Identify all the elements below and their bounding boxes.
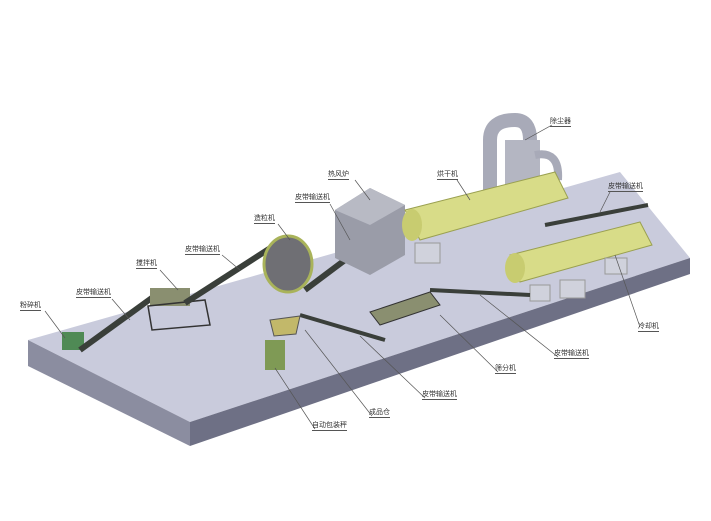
conveyor-5 xyxy=(429,288,531,297)
label-dust-collector: 除尘器 xyxy=(550,117,571,127)
support-block xyxy=(604,257,628,275)
platform-left xyxy=(28,340,190,446)
granulator xyxy=(262,234,314,294)
dust-collector-outlet xyxy=(534,150,563,181)
dust-collector-duct xyxy=(483,112,537,195)
hot-air-stove-top xyxy=(335,188,405,225)
label-dryer: 烘干机 xyxy=(437,170,458,180)
packing-scale xyxy=(265,340,285,370)
label-granulator: 造粒机 xyxy=(254,214,275,224)
support-block xyxy=(559,279,586,299)
label-packing-scale: 自动包装秤 xyxy=(312,421,347,431)
label-conveyor-2: 皮带输送机 xyxy=(185,245,220,255)
conveyor-2 xyxy=(183,242,277,306)
label-conveyor-1: 皮带输送机 xyxy=(76,288,111,298)
product-bin xyxy=(269,315,301,337)
leader-lines xyxy=(44,124,641,430)
support-block xyxy=(529,284,551,302)
label-product-bin: 成品仓 xyxy=(369,408,390,418)
label-crusher: 粉碎机 xyxy=(20,301,41,311)
platform-top xyxy=(28,172,690,422)
label-cooler: 冷却机 xyxy=(638,322,659,332)
conveyor-6 xyxy=(299,313,386,342)
label-mixer: 搅拌机 xyxy=(136,259,157,269)
label-conveyor-3: 皮带输送机 xyxy=(295,193,330,203)
platform-front xyxy=(190,258,690,446)
label-conveyor-4: 皮带输送机 xyxy=(608,182,643,192)
label-screener: 筛分机 xyxy=(495,364,516,374)
label-hot-air-stove: 热风炉 xyxy=(328,170,349,180)
cooler-end xyxy=(505,253,525,283)
dryer-end xyxy=(402,209,422,241)
label-conveyor-5: 皮带输送机 xyxy=(554,349,589,359)
label-conveyor-6: 皮带输送机 xyxy=(422,390,457,400)
conveyor-1 xyxy=(78,289,162,353)
mixer xyxy=(150,288,190,306)
support-block xyxy=(414,242,441,264)
crusher xyxy=(62,332,84,350)
screener xyxy=(369,291,441,326)
conveyor-4 xyxy=(544,203,649,227)
